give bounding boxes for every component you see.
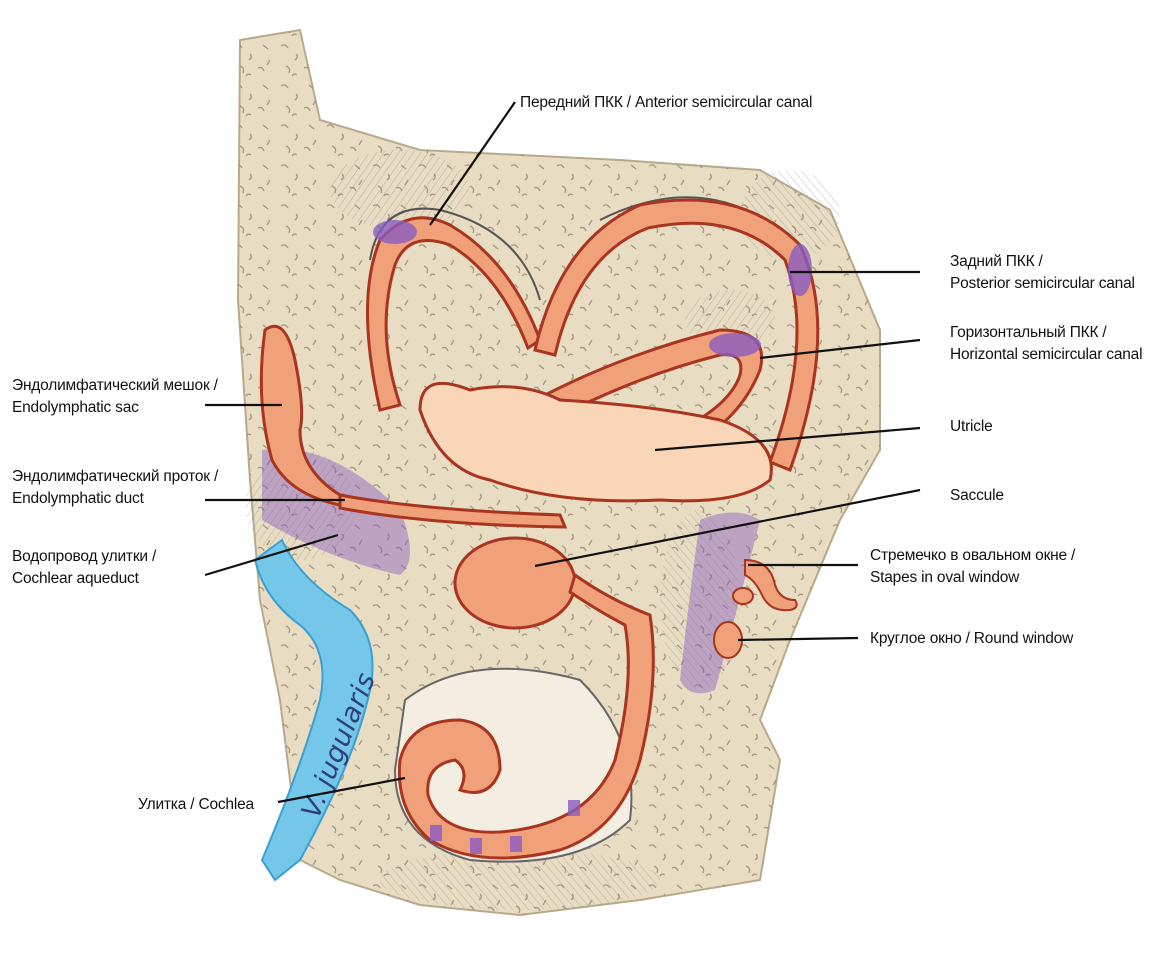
label-endolymphatic-duct: Эндолимфатический проток / Endolymphatic… <box>12 466 218 510</box>
label-round-window: Круглое окно / Round window <box>870 628 1073 650</box>
label-endolymphatic-sac: Эндолимфатический мешок / Endolymphatic … <box>12 375 218 419</box>
label-anterior-canal: Передний ПКК / Anterior semicircular can… <box>520 92 812 114</box>
saccule <box>455 538 575 628</box>
label-cochlear-aqueduct: Водопровод улитки / Cochlear aqueduct <box>12 546 156 590</box>
label-stapes: Стремечко в овальном окне / Stapes in ov… <box>870 545 1075 589</box>
label-utricle: Utricle <box>950 416 993 438</box>
label-horizontal-canal: Горизонтальный ПКК / Horizontal semicirc… <box>950 322 1142 366</box>
label-posterior-canal: Задний ПКК / Posterior semicircular cana… <box>950 251 1135 295</box>
label-cochlea: Улитка / Cochlea <box>138 794 254 816</box>
label-saccule: Saccule <box>950 485 1004 507</box>
round-window <box>714 622 742 658</box>
